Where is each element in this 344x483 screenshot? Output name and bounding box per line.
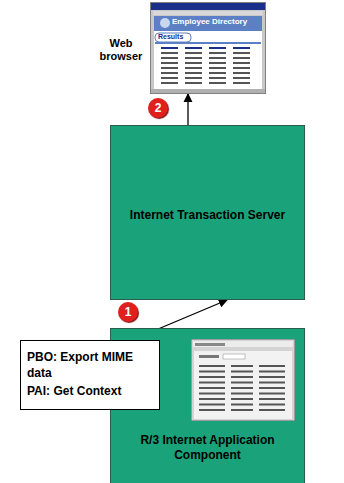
callout-box: PBO: Export MIME dataPAI: Get Context [20,340,160,410]
callout-number: 2 [148,98,168,118]
screen-heading: Employee Directory [172,17,247,26]
sapgui-screenshot [191,339,295,421]
callout-text: PBO: Export MIME data [27,349,153,381]
callout-number: 1 [118,302,138,322]
node-label: Web browser [95,37,147,63]
arrow-connector [187,94,188,125]
process-box: Internet Transaction Server [110,125,305,300]
screen-tab: Results [158,33,183,40]
callout-text: PAI: Get Context [27,383,153,399]
browser-window: Web browser [150,2,266,94]
node-label: R/3 Internet Application Component [126,433,289,463]
browser-screenshot [151,3,265,93]
node-label: Internet Transaction Server [111,208,304,222]
